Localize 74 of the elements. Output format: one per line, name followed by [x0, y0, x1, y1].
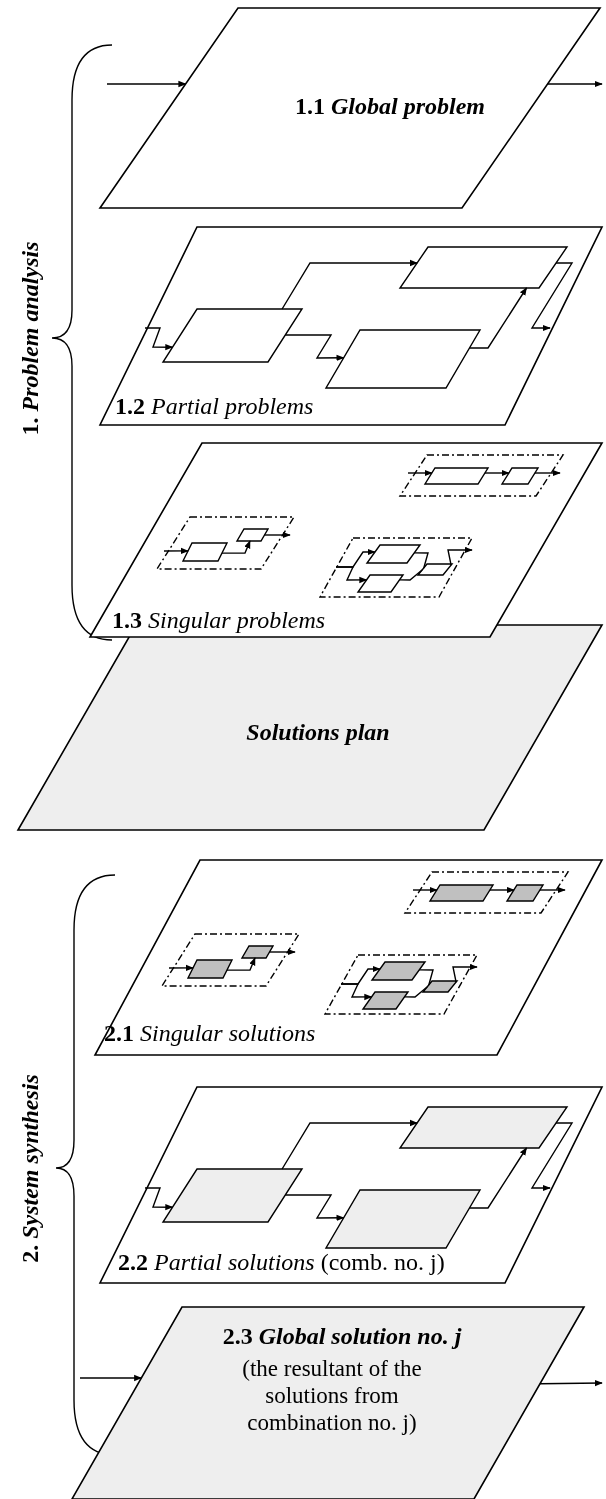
dash-dot-frame	[320, 538, 472, 597]
panel-description: (the resultant of the solutions from combination no. j)	[241, 1355, 423, 1436]
plane-panel	[100, 227, 602, 425]
dash-dot-frame	[405, 872, 568, 913]
connector-line	[418, 969, 434, 986]
arrow	[144, 1187, 174, 1211]
dash-dot-frame	[162, 934, 299, 986]
dash-dot-frame	[325, 955, 477, 1014]
block-shape	[326, 330, 480, 388]
arrow	[530, 262, 574, 332]
plane-panel	[95, 860, 602, 1055]
arrow	[281, 259, 418, 310]
plane-panel	[100, 1087, 602, 1283]
panel-title: 2.3 Global solution no. j	[221, 1323, 463, 1350]
arrow	[163, 547, 189, 555]
block-shape	[237, 529, 268, 541]
block-shape	[188, 960, 232, 978]
arrow	[468, 1147, 528, 1209]
panel-title: 2.1 Singular solutions	[104, 1020, 316, 1047]
arrow	[281, 1119, 418, 1170]
block-shape	[400, 247, 567, 288]
arrow	[530, 1122, 574, 1192]
bracket-label: 1. Problem analysis	[16, 241, 44, 435]
arrow	[539, 1379, 603, 1387]
arrow	[546, 80, 603, 88]
arrow	[263, 531, 291, 539]
block-shape	[242, 946, 273, 958]
arrow	[489, 886, 515, 894]
block-shape	[372, 962, 425, 980]
arrow	[221, 540, 251, 554]
arrow	[144, 327, 174, 351]
panel-title: 1.1 Global problem	[294, 93, 486, 120]
arrow	[539, 886, 566, 894]
arrow	[412, 886, 438, 894]
dash-dot-frame	[157, 517, 294, 569]
arrow	[284, 334, 345, 362]
block-shape	[363, 992, 408, 1009]
arrow	[268, 948, 296, 956]
block-shape	[502, 468, 538, 484]
arrow	[407, 469, 433, 477]
plane-panel	[72, 1307, 584, 1499]
plane-panel	[90, 443, 602, 637]
bracket-label: 2. System synthesis	[16, 1073, 44, 1263]
block-shape	[367, 545, 420, 563]
arrow	[284, 1194, 345, 1222]
connector-line	[398, 569, 423, 581]
block-shape	[400, 1107, 567, 1148]
arrow	[452, 963, 478, 983]
panel-title: 1.2 Partial problems	[115, 393, 314, 420]
panel-title: 1.3 Singular problems	[112, 607, 326, 634]
plane-panel	[100, 8, 600, 208]
arrow	[226, 957, 256, 971]
arrow	[447, 546, 473, 566]
block-shape	[507, 885, 543, 901]
arrow	[534, 469, 561, 477]
block-shape	[358, 575, 403, 592]
block-shape	[418, 564, 452, 575]
arrow	[79, 1374, 143, 1382]
arrow	[106, 80, 187, 88]
arrow	[168, 964, 194, 972]
block-shape	[423, 981, 457, 992]
block-shape	[183, 543, 227, 561]
dash-dot-frame	[400, 455, 563, 496]
block-shape	[163, 1169, 302, 1222]
panel-title: 2.2 Partial solutions (comb. no. j)	[118, 1249, 445, 1276]
connector-line	[403, 986, 428, 998]
arrow	[335, 566, 368, 584]
arrow	[340, 983, 373, 1001]
block-shape	[326, 1190, 480, 1248]
arrow	[484, 469, 510, 477]
connector-line	[413, 552, 429, 569]
panel-title: Solutions plan	[245, 719, 391, 746]
arrow	[468, 287, 528, 349]
block-shape	[163, 309, 302, 362]
